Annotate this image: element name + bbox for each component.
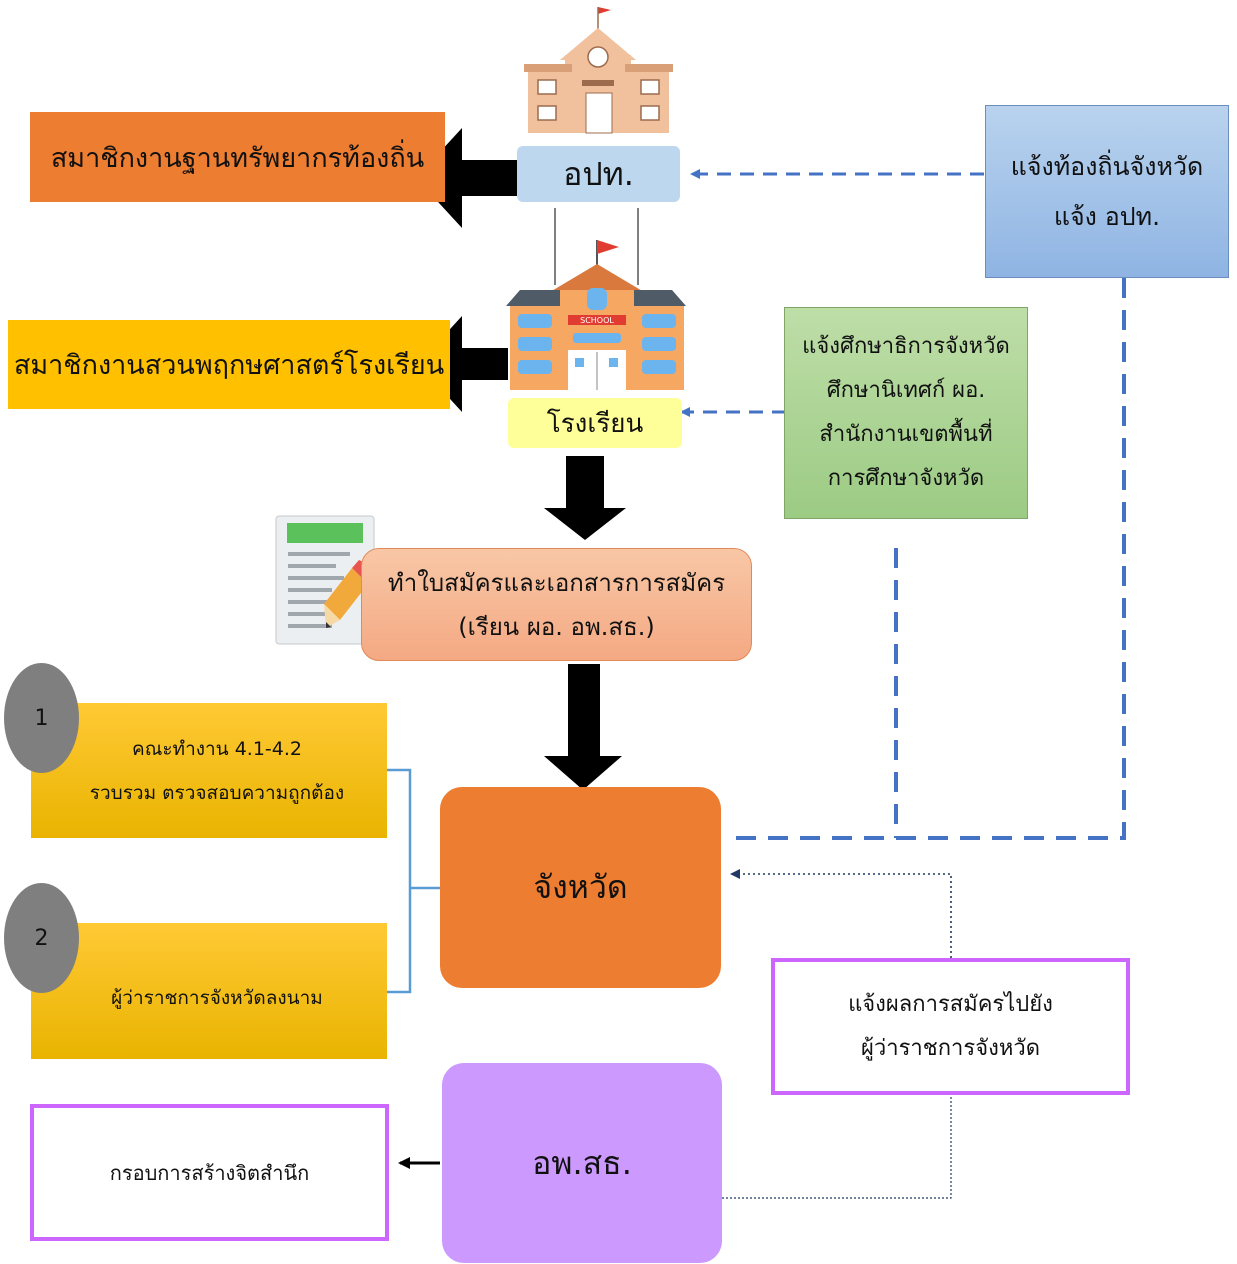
line-notify-local-to-province (724, 278, 1126, 840)
application-box: ทำใบสมัครและเอกสารการสมัคร (เรียน ผอ. อพ… (361, 548, 752, 661)
province-label: จังหวัด (533, 868, 628, 906)
awareness-frame-box: กรอบการสร้างจิตสำนึก (30, 1104, 389, 1241)
school-label: โรงเรียน (546, 408, 644, 439)
notify-local-box: แจ้งท้องถิ่นจังหวัด แจ้ง อปท. (985, 105, 1229, 278)
notify-education-line-2: ศึกษานิเทศก์ ผอ. (826, 378, 986, 403)
local-resource-member-box: สมาชิกงานฐานทรัพยากรท้องถิ่น (30, 112, 445, 202)
school-building-icon (506, 240, 686, 390)
step1-line-1: คณะทำงาน 4.1-4.2 (132, 737, 302, 760)
bracket-steps (386, 768, 412, 994)
step1-line-2: รวบรวม ตรวจสอบความถูกต้อง (89, 781, 345, 804)
arrow-application-to-province (544, 664, 622, 790)
school-box: โรงเรียน (508, 398, 682, 448)
arrow-result-to-province (730, 869, 952, 958)
school-garden-member-label: สมาชิกงานสวนพฤกษศาสตร์โรงเรียน (13, 350, 445, 381)
notify-education-line-1: แจ้งศึกษาธิการจังหวัด (802, 334, 1010, 359)
notify-result-line-1: แจ้งผลการสมัครไปยัง (848, 991, 1053, 1017)
school-sign-label: SCHOOL (580, 316, 614, 325)
step2-label: ผู้ว่าราชการจังหวัดลงนาม (111, 987, 323, 1009)
step2-number: 2 (34, 925, 49, 951)
step1-number: 1 (34, 705, 49, 731)
local-admin-building-icon (524, 7, 673, 134)
step2-box: ผู้ว่าราชการจังหวัดลงนาม (31, 923, 387, 1059)
rspg-box: อพ.สธ. (442, 1063, 722, 1263)
application-line-2: (เรียน ผอ. อพ.สธ.) (458, 612, 655, 641)
step1-box: คณะทำงาน 4.1-4.2 รวบรวม ตรวจสอบความถูกต้… (31, 703, 387, 838)
school-garden-member-box: สมาชิกงานสวนพฤกษศาสตร์โรงเรียน (8, 320, 450, 409)
notify-education-line-4: การศึกษาจังหวัด (827, 466, 985, 491)
notify-result-line-2: ผู้ว่าราชการจังหวัด (861, 1035, 1040, 1061)
province-box: จังหวัด (440, 787, 721, 988)
local-admin-box: อปท. (517, 146, 680, 202)
step1-number-badge: 1 (4, 663, 79, 773)
arrow-school-to-application (544, 456, 626, 540)
notify-local-line-2: แจ้ง อปท. (1053, 201, 1161, 231)
application-line-1: ทำใบสมัครและเอกสารการสมัคร (387, 568, 726, 597)
notify-local-line-1: แจ้งท้องถิ่นจังหวัด (1010, 151, 1204, 181)
notify-result-box: แจ้งผลการสมัครไปยัง ผู้ว่าราชการจังหวัด (771, 958, 1130, 1095)
notify-education-box: แจ้งศึกษาธิการจังหวัด ศึกษานิเทศก์ ผอ. ส… (784, 307, 1028, 519)
awareness-frame-label: กรอบการสร้างจิตสำนึก (109, 1160, 310, 1185)
rspg-label: อพ.สธ. (532, 1143, 632, 1182)
line-rspg-to-result (722, 1096, 952, 1199)
step2-number-badge: 2 (4, 883, 79, 993)
notify-education-line-3: สำนักงานเขตพื้นที่ (819, 422, 993, 447)
local-admin-label: อปท. (563, 154, 634, 193)
local-resource-member-label: สมาชิกงานฐานทรัพยากรท้องถิ่น (50, 142, 425, 174)
application-form-icon (275, 515, 375, 645)
